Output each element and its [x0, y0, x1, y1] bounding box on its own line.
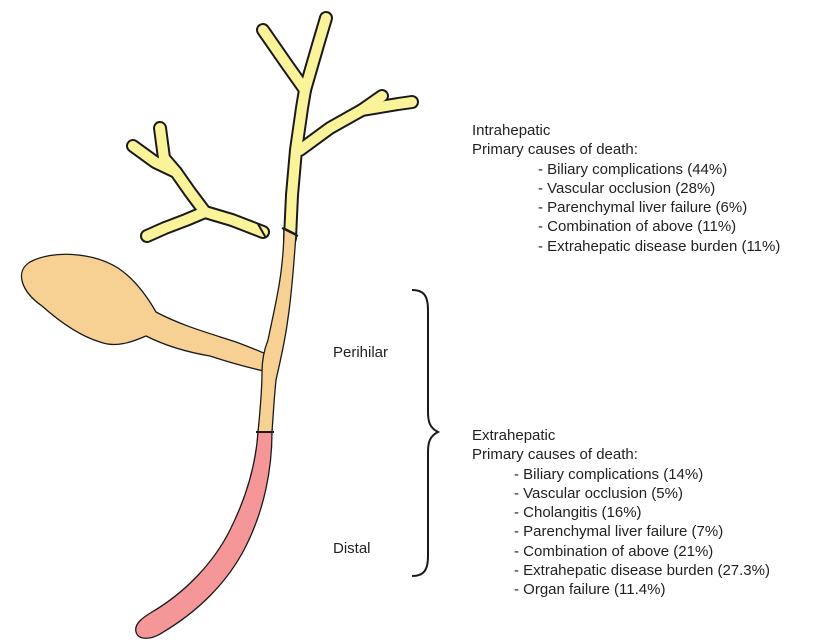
label-distal: Distal: [333, 539, 371, 558]
list-item: - Biliary complications (44%): [538, 160, 780, 179]
distal-duct: [136, 432, 274, 638]
list-item: - Extrahepatic disease burden (27.3%): [514, 561, 770, 580]
intrahepatic-info: Intrahepatic Primary causes of death: - …: [472, 121, 780, 256]
extrahepatic-subtitle: Primary causes of death:: [472, 445, 770, 464]
extrahepatic-info: Extrahepatic Primary causes of death: - …: [472, 426, 770, 600]
list-item: - Parenchymal liver failure (6%): [538, 198, 780, 217]
intrahepatic-causes-list: - Biliary complications (44%) - Vascular…: [538, 160, 780, 256]
list-item: - Extrahepatic disease burden (11%): [538, 237, 780, 256]
list-item: - Parenchymal liver failure (7%): [514, 522, 770, 541]
list-item: - Combination of above (11%): [538, 217, 780, 236]
extrahepatic-title: Extrahepatic: [472, 426, 770, 445]
intrahepatic-title: Intrahepatic: [472, 121, 780, 140]
label-perihilar: Perihilar: [333, 343, 388, 362]
list-item: - Biliary complications (14%): [514, 465, 770, 484]
extrahepatic-causes-list: - Biliary complications (14%) - Vascular…: [514, 465, 770, 600]
intrahepatic-subtitle: Primary causes of death:: [472, 140, 780, 159]
gallbladder: [21, 254, 270, 372]
list-item: - Vascular occlusion (5%): [514, 484, 770, 503]
curly-brace-icon: [412, 290, 438, 576]
list-item: - Vascular occlusion (28%): [538, 179, 780, 198]
list-item: - Organ failure (11.4%): [514, 580, 770, 599]
perihilar-duct: [258, 228, 296, 432]
intrahepatic-ducts: [133, 18, 412, 238]
list-item: - Cholangitis (16%): [514, 503, 770, 522]
list-item: - Combination of above (21%): [514, 542, 770, 561]
